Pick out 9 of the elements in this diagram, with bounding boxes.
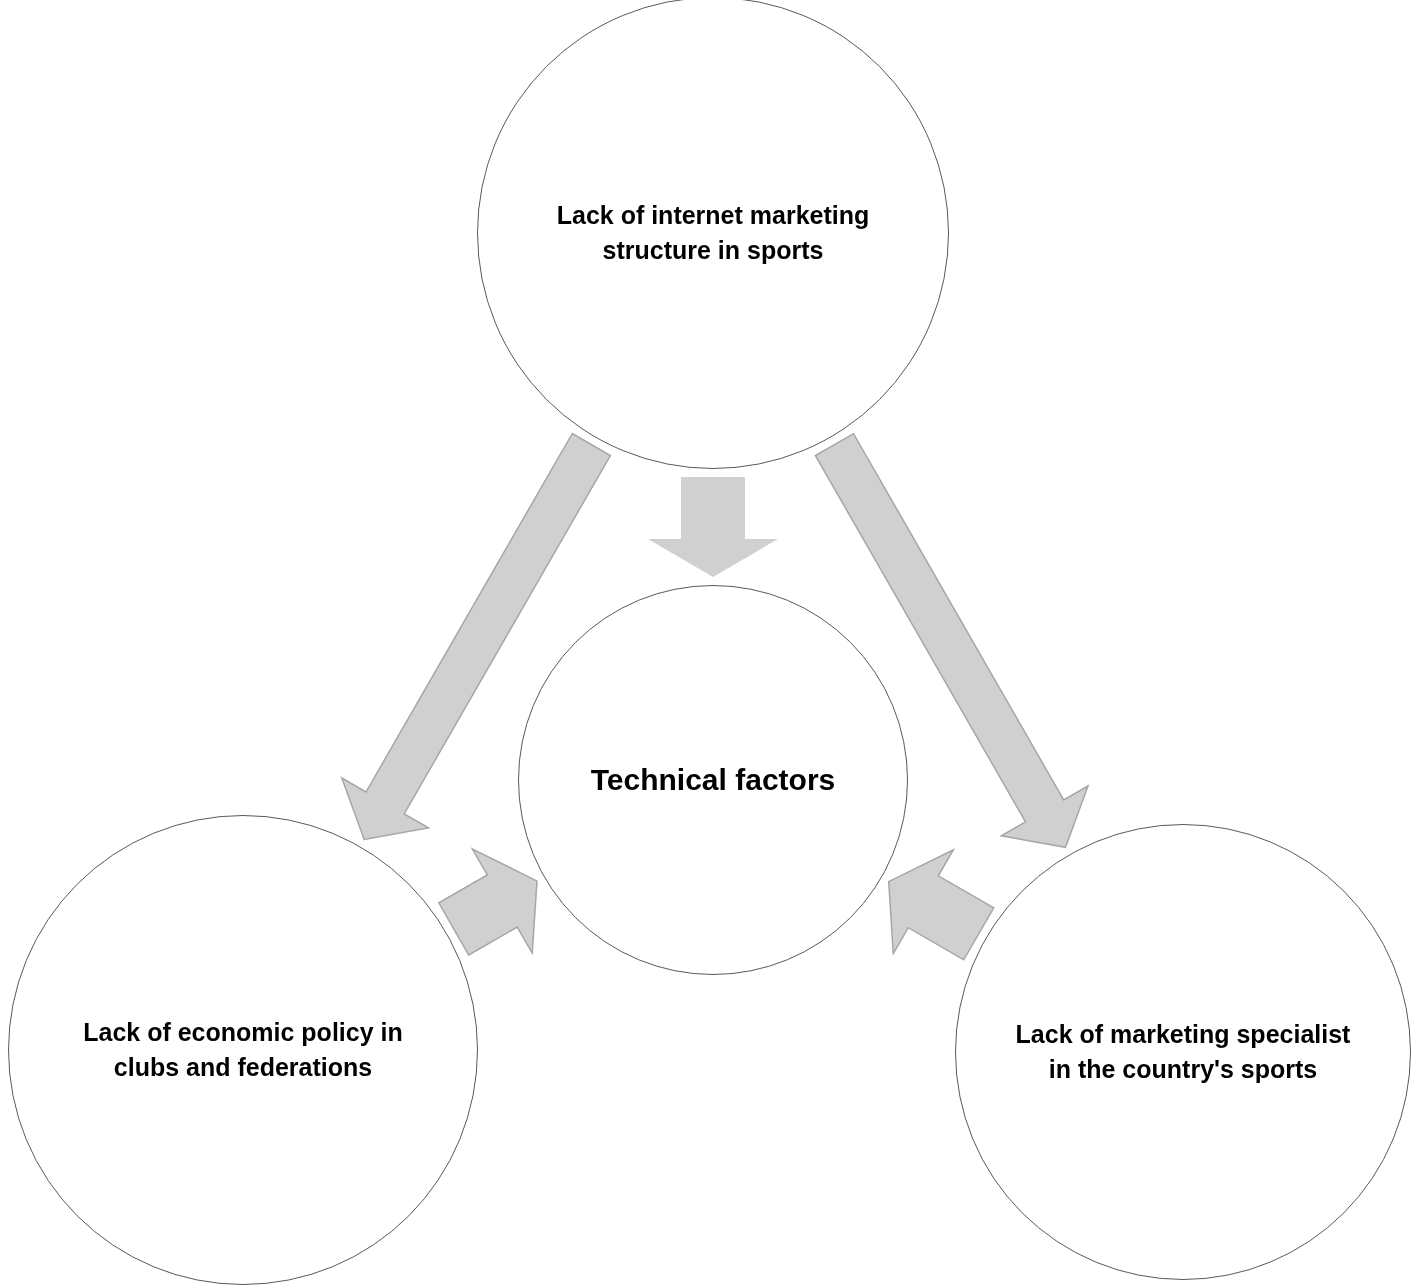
node-label: Lack of economic policy in clubs and federations xyxy=(82,1017,404,1083)
block-arrow xyxy=(814,432,1090,849)
block-arrow xyxy=(887,848,995,961)
node-label: Lack of marketing specialist in the country's sports xyxy=(1014,1019,1352,1085)
node-label: Lack of internet marketing structure in sports xyxy=(555,200,871,266)
block-arrow xyxy=(340,432,612,841)
node-label: Technical factors xyxy=(590,762,836,799)
block-arrow xyxy=(437,847,538,957)
block-arrow xyxy=(648,477,778,577)
